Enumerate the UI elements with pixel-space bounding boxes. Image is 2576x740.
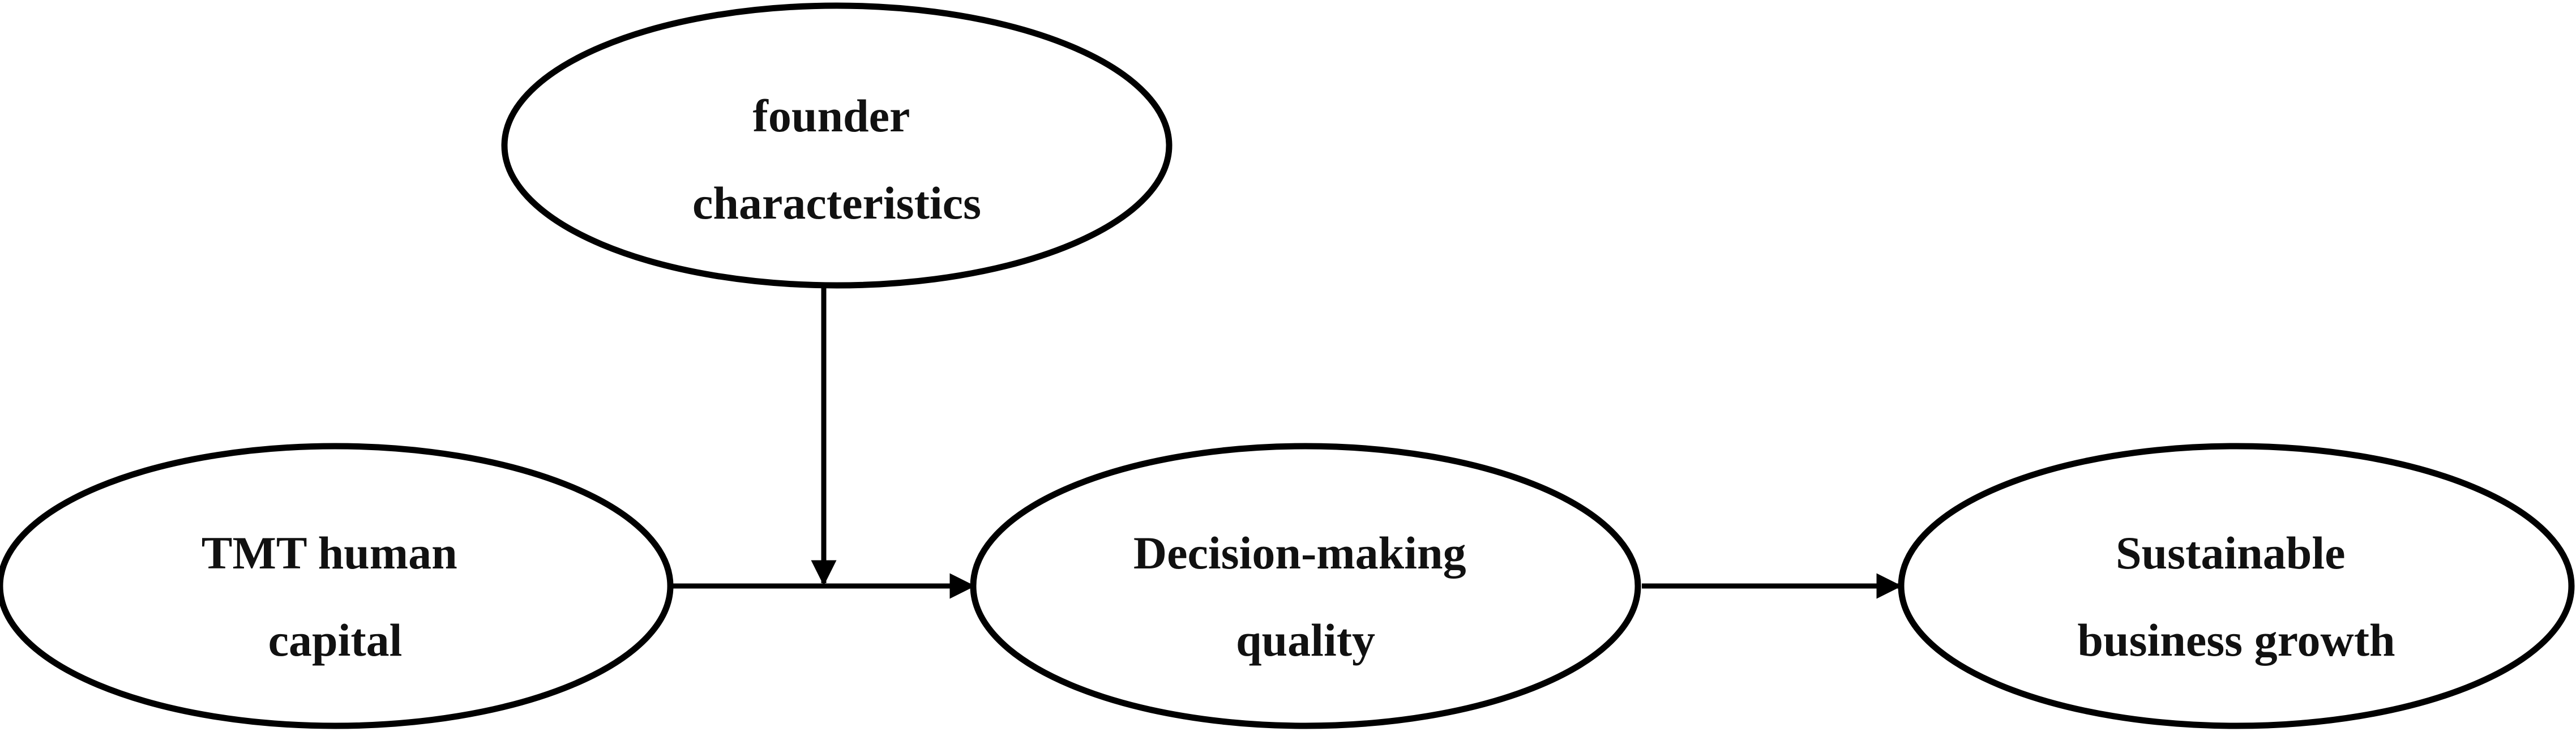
svg-text:TMT human capital: TMT human capital	[202, 527, 469, 666]
node-growth-line2: business growth	[2077, 614, 2395, 666]
node-founder-line1: founder	[753, 90, 910, 142]
node-growth-line1: Sustainable	[2116, 527, 2346, 579]
svg-text:founder characteristics: founder characteristics	[692, 90, 981, 229]
node-decision-line1: Decision-making	[1133, 527, 1466, 579]
node-decision-shape	[970, 443, 1641, 729]
svg-text:Sustainable business gro: Sustainable business growth	[2077, 527, 2395, 666]
node-tmt-human-capital: TMT human capital	[0, 443, 674, 729]
node-founder-line2: characteristics	[692, 177, 981, 229]
node-tmt-line1: TMT human	[202, 527, 457, 579]
node-founder-characteristics: founder characteristics	[501, 2, 1173, 289]
node-tmt-line2: capital	[268, 614, 403, 666]
node-decision-making-quality: Decision-making quality	[970, 443, 1641, 729]
node-tmt-shape	[0, 443, 674, 729]
node-founder-shape	[501, 2, 1173, 289]
node-sustainable-business-growth: Sustainable business growth	[1898, 443, 2575, 729]
svg-text:Decision-making quality: Decision-making quality	[1133, 527, 1478, 666]
node-growth-shape	[1898, 443, 2575, 729]
node-decision-line2: quality	[1236, 614, 1375, 666]
